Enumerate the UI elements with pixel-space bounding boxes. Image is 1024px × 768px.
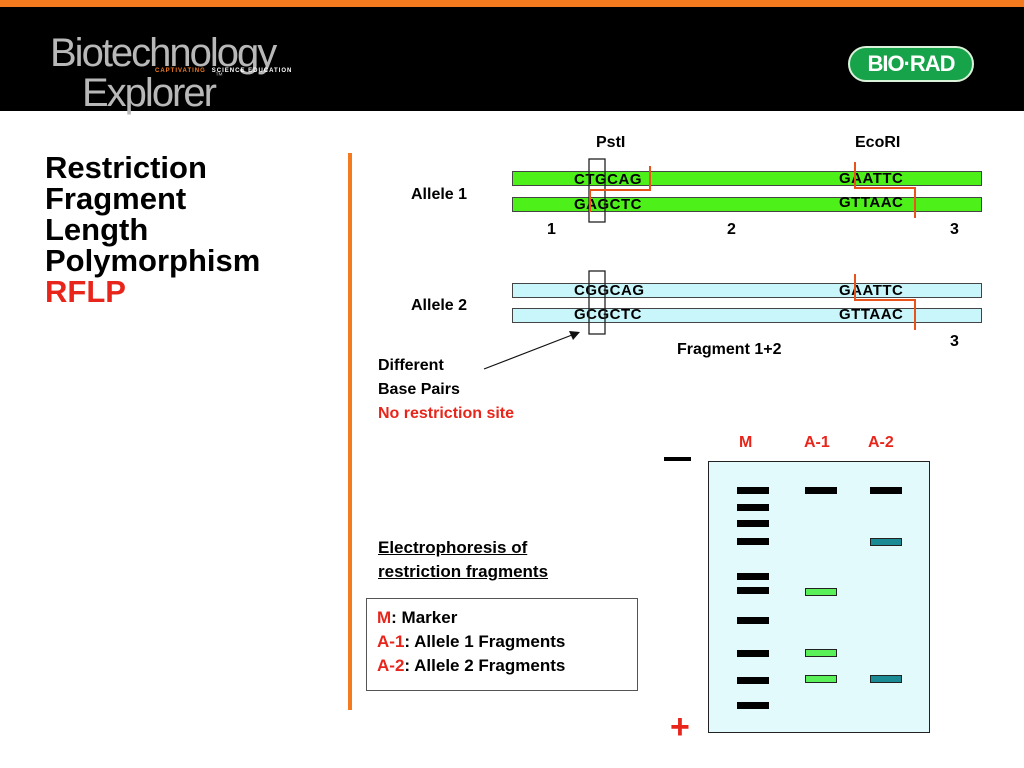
legend-key: M: [377, 608, 392, 627]
a2-band-fragment: [870, 675, 902, 683]
a2-band-uncut: [870, 487, 902, 494]
bio-rad-logo: BIO·RAD: [848, 46, 974, 82]
fragment-1-label: 1: [547, 221, 556, 238]
marker-band: [737, 650, 769, 657]
pointer-arrow-line: [483, 334, 573, 370]
legend-key: A-2: [377, 656, 405, 675]
legend-box: M: Marker A-1: Allele 1 Fragments A-2: A…: [366, 598, 638, 691]
logo-tagline-captivating: CAPTIVATING: [155, 68, 206, 74]
title-acronym: RFLP: [45, 274, 126, 309]
site-box-allele-2: [588, 270, 606, 335]
a1-band-uncut: [805, 487, 837, 494]
fragment-2-label: 2: [727, 221, 736, 238]
caption-line-1: Electrophoresis of: [378, 538, 528, 557]
marker-band: [737, 538, 769, 545]
allele-2-ecori-bottom-seq: GTTAAC: [839, 306, 904, 323]
allele-2-fragment-3-label: 3: [950, 333, 959, 350]
legend-row-a2: A-2: Allele 2 Fragments: [377, 654, 565, 678]
legend-text: : Marker: [391, 608, 458, 627]
ecori-cut-line-allele-2: [854, 274, 916, 330]
allele-1-bottom-strand: [512, 197, 982, 212]
header-banner: Biotechnology CAPTIVATING SCIENCE EDUCATI…: [0, 7, 1024, 115]
lane-a1-label: A-1: [804, 434, 830, 451]
caption-line-2: restriction fragments: [378, 562, 549, 581]
allele-1-psti-top-seq: CTGCAG: [574, 171, 642, 188]
allele-1-ecori-bottom-seq: GTTAAC: [839, 194, 904, 211]
title-line-2: Fragment: [45, 181, 187, 216]
allele-2-top-strand: [512, 283, 982, 298]
fragment-1-2-label: Fragment 1+2: [677, 341, 782, 358]
divider-line: [348, 153, 352, 710]
difference-note: Different Base Pairs No restriction site: [378, 354, 514, 426]
slide-title: Restriction Fragment Length Polymorphism…: [45, 152, 260, 307]
ecori-cut-line-allele-1: [854, 162, 916, 218]
logo-explorer-text: Explorer: [82, 71, 217, 115]
marker-band: [737, 617, 769, 624]
logo-tagline: CAPTIVATING SCIENCE EDUCATION: [155, 68, 292, 74]
positive-electrode-symbol: +: [670, 708, 690, 746]
logo-explorer: Explorer™: [82, 71, 223, 116]
electrophoresis-caption: Electrophoresis of restriction fragments: [378, 536, 548, 584]
legend-row-m: M: Marker: [377, 606, 565, 630]
note-line-2: Base Pairs: [378, 381, 460, 398]
legend-row-a1: A-1: Allele 1 Fragments: [377, 630, 565, 654]
allele-1-top-strand: [512, 171, 982, 186]
allele-2-site-top-seq: CGGCAG: [574, 282, 645, 299]
marker-band: [737, 587, 769, 594]
allele-2-bottom-strand: [512, 308, 982, 323]
marker-band: [737, 504, 769, 511]
title-line-4: Polymorphism: [45, 243, 261, 278]
enzyme-ecori-label: EcoRI: [855, 134, 901, 151]
lane-m-label: M: [739, 434, 753, 451]
note-line-3: No restriction site: [378, 405, 515, 422]
marker-band: [737, 487, 769, 494]
marker-band: [737, 702, 769, 709]
legend-text: : Allele 1 Fragments: [404, 632, 566, 651]
legend-text: : Allele 2 Fragments: [404, 656, 566, 675]
marker-band: [737, 573, 769, 580]
negative-electrode-symbol: [664, 457, 691, 461]
legend-key: A-1: [377, 632, 405, 651]
psti-cut-line: [589, 166, 651, 212]
note-line-1: Different: [378, 357, 444, 374]
logo-biotechnology: Biotechnology: [50, 31, 277, 75]
marker-band: [737, 677, 769, 684]
title-line-3: Length: [45, 212, 149, 247]
allele-2-site-bottom-seq: GCGCTC: [574, 306, 642, 323]
top-accent-bar: [0, 0, 1024, 7]
a1-band-fragment: [805, 649, 837, 657]
pointer-arrow-head: [569, 331, 580, 340]
a1-band-fragment: [805, 588, 837, 596]
enzyme-psti-label: PstI: [596, 134, 626, 151]
gel-panel: [708, 461, 930, 733]
a1-band-fragment: [805, 675, 837, 683]
title-line-1: Restriction: [45, 150, 207, 185]
fragment-3-label: 3: [950, 221, 959, 238]
marker-band: [737, 520, 769, 527]
logo-tagline-science: SCIENCE EDUCATION: [211, 68, 293, 74]
allele-2-label: Allele 2: [411, 297, 468, 314]
allele-1-label: Allele 1: [411, 186, 468, 203]
lane-a2-label: A-2: [868, 434, 894, 451]
a2-band-fragment: [870, 538, 902, 546]
trademark-mark: ™: [214, 71, 223, 80]
